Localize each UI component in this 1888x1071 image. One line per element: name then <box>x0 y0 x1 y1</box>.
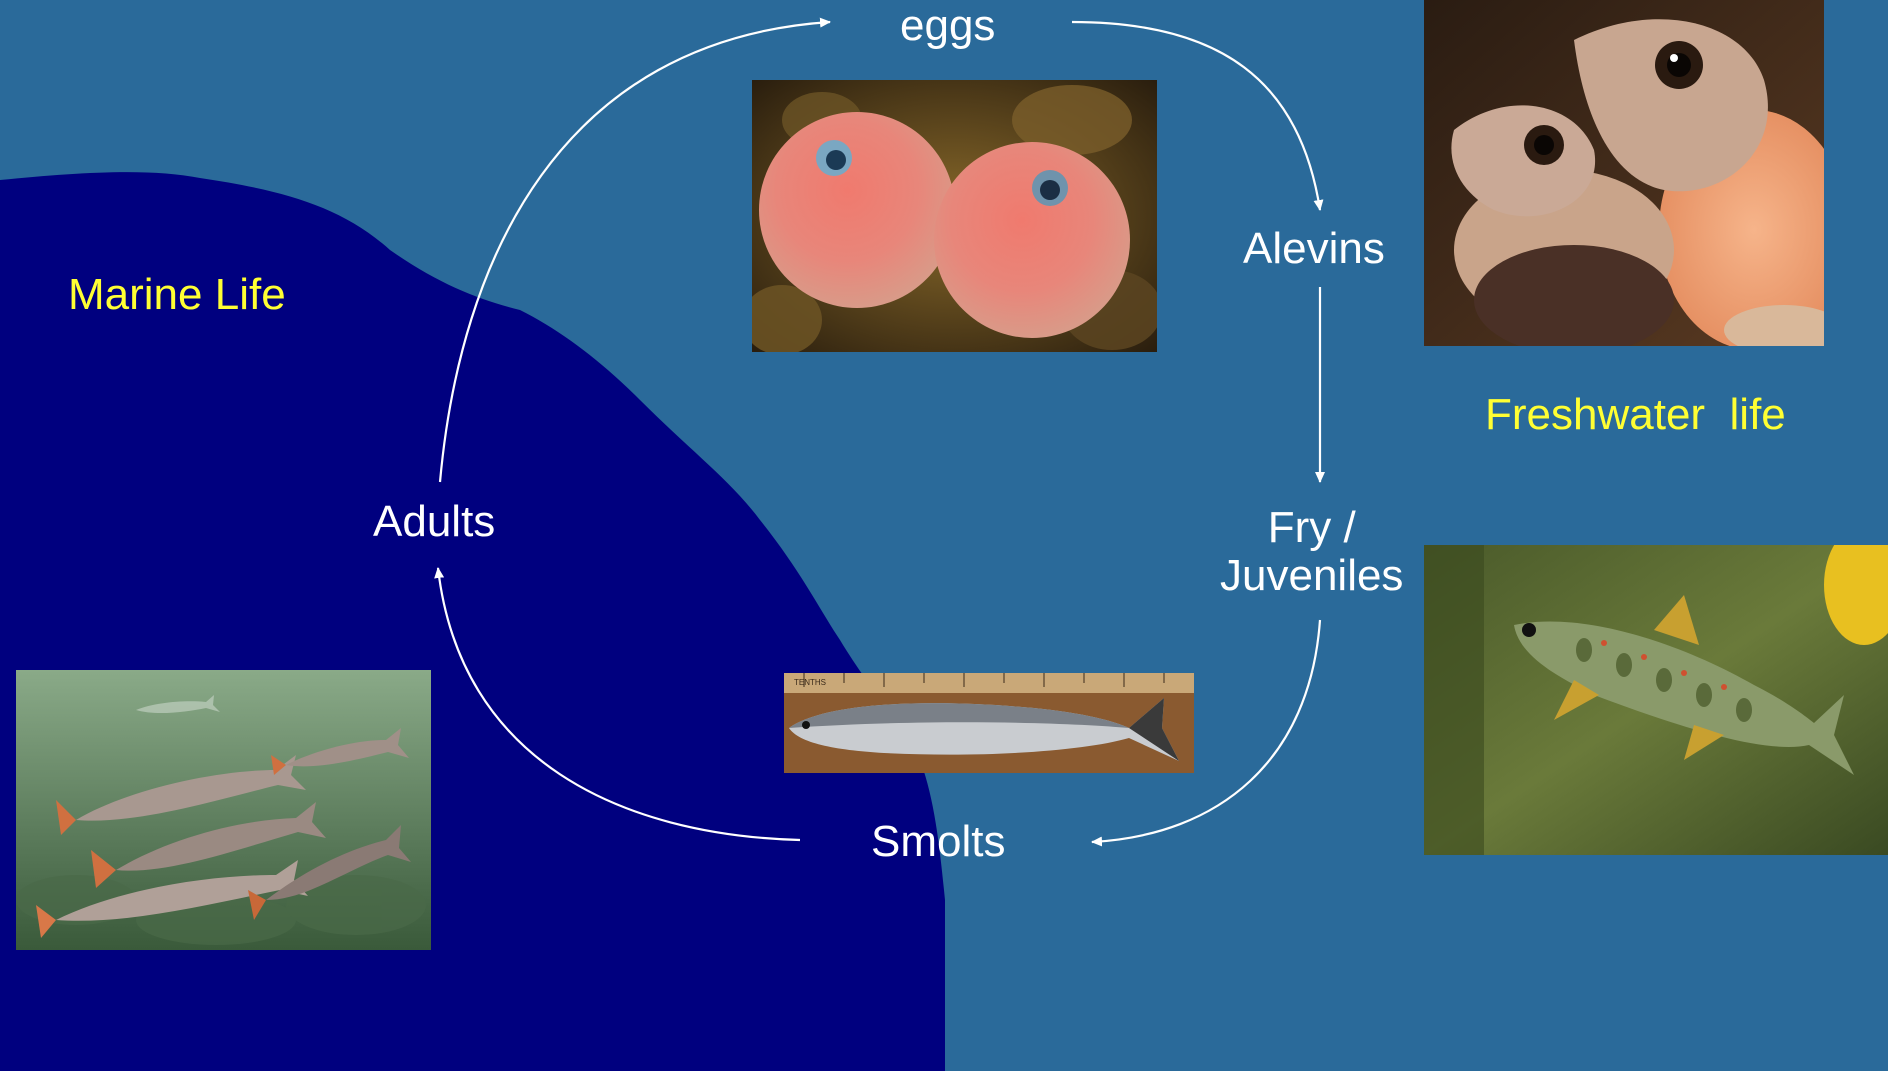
ruler-text: TENTHS <box>794 678 826 687</box>
smolt-photo: TENTHS <box>784 673 1194 773</box>
ruler <box>784 673 1194 693</box>
stage-label-smolts: Smolts <box>871 818 1005 866</box>
stage-label-fry-line2: Juveniles <box>1220 552 1403 600</box>
stage-label-alevins: Alevins <box>1243 225 1385 273</box>
marine-life-label: Marine Life <box>68 270 286 320</box>
alevins-photo <box>1424 0 1824 346</box>
egg-left <box>759 112 955 308</box>
egg-right <box>934 142 1130 338</box>
stage-label-fry-line1: Fry / <box>1220 504 1403 552</box>
freshwater-life-label: Freshwater life <box>1485 390 1786 440</box>
fry-photo <box>1424 545 1888 855</box>
adults-photo <box>16 670 431 950</box>
stage-label-fry-juveniles: Fry / Juveniles <box>1220 504 1403 601</box>
eggs-photo <box>752 80 1157 352</box>
stage-label-eggs: eggs <box>900 2 995 50</box>
stage-label-adults: Adults <box>373 498 495 546</box>
